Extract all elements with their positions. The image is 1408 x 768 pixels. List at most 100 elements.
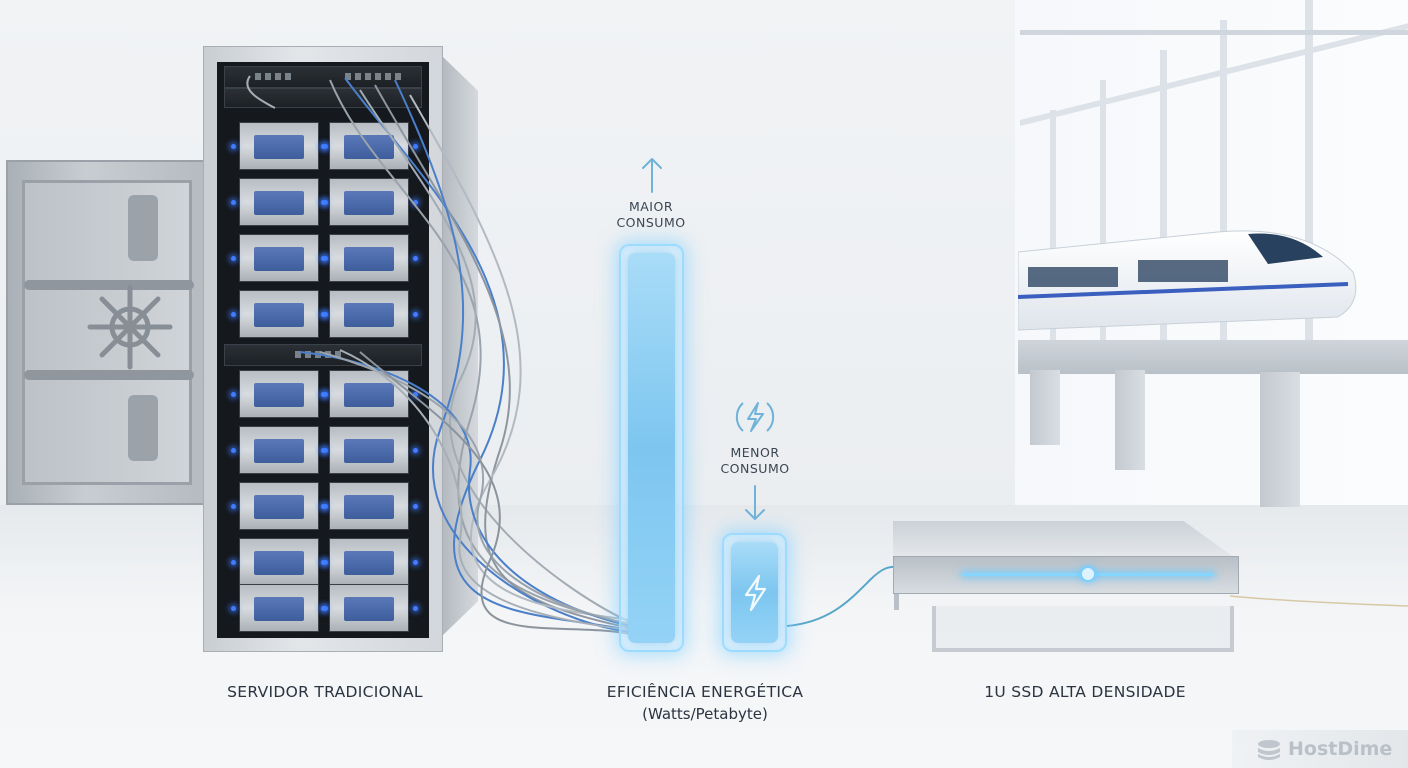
arrow-up-icon [642,158,662,193]
lightning-icon [744,574,767,612]
status-led [413,560,418,565]
arrow-down-icon [745,485,765,520]
server-stack-icon [1258,740,1280,760]
status-led [321,200,326,205]
drive-label [254,191,304,215]
drive-label [344,303,394,327]
logo-background [1232,730,1408,768]
status-led [413,144,418,149]
drive-label [344,495,394,519]
hard-drive [329,426,409,474]
hard-drive [239,178,319,226]
drive-label [254,135,304,159]
drive-label [254,247,304,271]
efficiency-unit-caption: (Watts/Petabyte) [642,705,768,723]
drive-label [254,495,304,519]
drive-label [344,247,394,271]
drive-label [254,383,304,407]
hard-drive [239,426,319,474]
low-consumption-fill [731,542,778,643]
status-led [413,312,418,317]
traditional-server-caption: SERVIDOR TRADICIONAL [227,683,423,701]
rail-pillar [1030,370,1060,445]
drive-label [344,191,394,215]
server-leg [894,594,899,610]
status-led [413,606,418,611]
status-led [231,312,236,317]
hard-drive [239,538,319,586]
logo-text: HostDime [1288,738,1393,760]
status-led [231,560,236,565]
hard-drive [329,584,409,632]
hard-drive [329,538,409,586]
hard-drive [329,370,409,418]
power-button [1080,566,1096,582]
status-led [231,144,236,149]
status-led [231,200,236,205]
high-consumption-label: MAIOR CONSUMO [616,199,686,230]
low-consumption-bar [722,533,787,652]
vault-bar [24,370,194,380]
status-led [413,392,418,397]
status-led [413,256,418,261]
server-tray [932,606,1234,652]
low-consumption-label: MENOR CONSUMO [720,445,790,476]
drive-label [254,439,304,463]
drive-label [344,439,394,463]
status-led [321,606,326,611]
network-switch [224,344,422,366]
rack-side-panel [442,56,478,636]
efficiency-caption: EFICIÊNCIA ENERGÉTICA [606,683,804,701]
status-led [321,256,326,261]
hard-drive [329,178,409,226]
status-led [321,312,326,317]
status-led [413,448,418,453]
status-led [231,256,236,261]
status-led [231,504,236,509]
status-led [321,448,326,453]
hard-drive [239,482,319,530]
hard-drive [329,234,409,282]
hard-drive [329,290,409,338]
hard-drive [239,234,319,282]
status-led [413,504,418,509]
ssd-server-caption: 1U SSD ALTA DENSIDADE [984,683,1186,701]
hard-drive [239,122,319,170]
vault-hinge [128,395,158,461]
ssd-server-top [893,521,1239,561]
status-led [413,200,418,205]
lightning-circle-icon [735,402,775,432]
high-consumption-bar [619,244,684,652]
vault-bar [24,280,194,290]
bank-vault-door [6,160,206,505]
drive-label [254,303,304,327]
rail-pillar [1115,370,1145,470]
status-led [321,144,326,149]
bullet-train [1018,230,1357,331]
status-led [321,392,326,397]
status-led [231,392,236,397]
drive-label [344,383,394,407]
rail-pillar [1260,372,1300,507]
drive-label [344,135,394,159]
high-consumption-fill [628,253,675,643]
hard-drive [239,290,319,338]
drive-label [254,551,304,575]
drive-label [344,597,394,621]
vault-hinge [128,195,158,261]
network-switch [224,66,422,88]
drive-label [344,551,394,575]
hard-drive [329,482,409,530]
status-led [321,560,326,565]
status-led [321,504,326,509]
status-led [231,448,236,453]
hard-drive [329,122,409,170]
hard-drive [239,370,319,418]
hard-drive [239,584,319,632]
status-led [231,606,236,611]
network-switch [224,88,422,108]
drive-label [254,597,304,621]
vault-wheel-icon [87,284,173,370]
train-rail [1018,340,1408,374]
